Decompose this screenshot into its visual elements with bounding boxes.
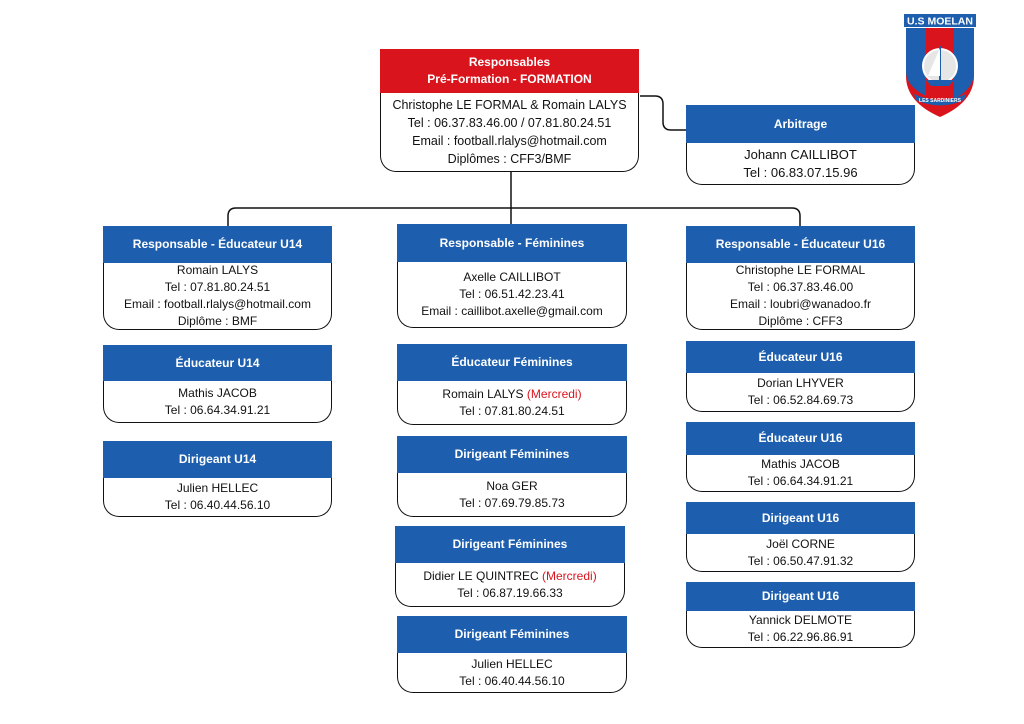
card-header: Dirigeant U16 <box>686 582 915 611</box>
contact-name-line: Romain LALYS (Mercredi) <box>442 386 581 403</box>
card-header: Arbitrage <box>686 105 915 143</box>
card-body: Noa GER Tel : 07.69.79.85.73 <box>397 473 627 517</box>
contact-diplomas: Diplômes : CFF3/BMF <box>447 152 572 166</box>
contact-phone: Tel : 06.50.47.91.32 <box>747 553 854 568</box>
contact-email: Email : football.rlalys@hotmail.com <box>124 297 311 311</box>
contact-name: Romain LALYS <box>176 263 259 277</box>
card-body: Joël CORNE Tel : 06.50.47.91.32 <box>686 534 915 572</box>
card-header: Dirigeant Féminines <box>397 436 627 473</box>
header-subtitle: Pré-Formation - FORMATION <box>427 72 592 86</box>
contact-phone: Tel : 06.37.83.46.00 <box>747 280 854 294</box>
contact-phone: Tel : 06.51.42.23.41 <box>459 287 565 301</box>
card-dirigeant-u14: Dirigeant U14 Julien HELLEC Tel : 06.40.… <box>103 441 332 517</box>
card-body: Johann CAILLIBOT Tel : 06.83.07.15.96 <box>686 143 915 185</box>
contact-name: Noa GER <box>486 478 538 493</box>
card-header: Dirigeant U14 <box>103 441 332 478</box>
card-body: Romain LALYS (Mercredi) Tel : 07.81.80.2… <box>397 381 627 425</box>
contact-name: Joël CORNE <box>766 536 835 551</box>
card-responsable-feminines: Responsable - Féminines Axelle CAILLIBOT… <box>397 224 627 328</box>
card-body: Didier LE QUINTREC (Mercredi) Tel : 06.8… <box>395 563 625 607</box>
contact-name: Axelle CAILLIBOT <box>463 270 561 284</box>
card-body: Dorian LHYVER Tel : 06.52.84.69.73 <box>686 373 915 412</box>
contact-phone: Tel : 07.81.80.24.51 <box>164 280 271 294</box>
card-body: Axelle CAILLIBOT Tel : 06.51.42.23.41 Em… <box>397 262 627 328</box>
logo-text: U.S MOELAN <box>907 16 973 28</box>
card-header: Responsable - Féminines <box>397 224 627 262</box>
card-educateur-u16-2: Éducateur U16 Mathis JACOB Tel : 06.64.3… <box>686 422 915 492</box>
schedule-note: (Mercredi) <box>542 568 597 583</box>
contact-phone: Tel : 06.40.44.56.10 <box>459 673 565 688</box>
card-header: Éducateur U14 <box>103 345 332 381</box>
card-body: Mathis JACOB Tel : 06.64.34.91.21 <box>686 455 915 492</box>
logo-band-text: LES SARDINIERS <box>919 98 962 104</box>
contact-email: Email : football.rlalys@hotmail.com <box>412 134 607 148</box>
card-responsables-formation: Responsables Pré-Formation - FORMATION C… <box>380 49 639 172</box>
contact-phone: Tel : 06.87.19.66.33 <box>457 585 563 600</box>
contact-diploma: Diplôme : CFF3 <box>758 314 843 328</box>
card-dirigeant-u16-2: Dirigeant U16 Yannick DELMOTE Tel : 06.2… <box>686 582 915 648</box>
card-educateur-u14: Éducateur U14 Mathis JACOB Tel : 06.64.3… <box>103 345 332 423</box>
card-header: Dirigeant Féminines <box>395 526 625 563</box>
contact-phone: Tel : 06.64.34.91.21 <box>164 402 271 417</box>
contact-phone: Tel : 07.81.80.24.51 <box>459 403 565 418</box>
schedule-note: (Mercredi) <box>526 386 582 401</box>
contact-name: Johann CAILLIBOT <box>744 146 857 162</box>
contact-name: Yannick DELMOTE <box>748 613 853 627</box>
contact-email: Email : loubri@wanadoo.fr <box>730 297 871 311</box>
contact-name: Romain LALYS <box>442 386 524 401</box>
card-header: Dirigeant Féminines <box>397 616 627 653</box>
card-header: Responsable - Éducateur U14 <box>103 226 332 263</box>
contact-phone: Tel : 06.37.83.46.00 / 07.81.80.24.51 <box>407 116 612 130</box>
contact-phone: Tel : 06.52.84.69.73 <box>747 393 854 407</box>
card-header: Responsable - Éducateur U16 <box>686 226 915 263</box>
card-responsable-u14: Responsable - Éducateur U14 Romain LALYS… <box>103 226 332 330</box>
card-header: Responsables Pré-Formation - FORMATION <box>380 49 639 93</box>
contact-name: Dorian LHYVER <box>757 376 844 390</box>
card-dirigeant-feminines-1: Dirigeant Féminines Noa GER Tel : 07.69.… <box>397 436 627 517</box>
contact-diploma: Diplôme : BMF <box>177 314 258 328</box>
contact-name: Julien HELLEC <box>471 656 553 671</box>
contact-phone: Tel : 06.40.44.56.10 <box>164 498 271 512</box>
contact-phone: Tel : 06.64.34.91.21 <box>747 474 854 488</box>
contact-phone: Tel : 06.22.96.86.91 <box>747 630 854 644</box>
card-header: Éducateur Féminines <box>397 344 627 381</box>
card-responsable-u16: Responsable - Éducateur U16 Christophe L… <box>686 226 915 330</box>
card-body: Julien HELLEC Tel : 06.40.44.56.10 <box>397 653 627 693</box>
card-body: Romain LALYS Tel : 07.81.80.24.51 Email … <box>103 263 332 330</box>
card-dirigeant-feminines-3: Dirigeant Féminines Julien HELLEC Tel : … <box>397 616 627 693</box>
contact-names: Christophe LE FORMAL & Romain LALYS <box>392 98 627 112</box>
card-body: Christophe LE FORMAL Tel : 06.37.83.46.0… <box>686 263 915 330</box>
card-dirigeant-u16-1: Dirigeant U16 Joël CORNE Tel : 06.50.47.… <box>686 502 915 572</box>
card-body: Yannick DELMOTE Tel : 06.22.96.86.91 <box>686 611 915 648</box>
contact-name: Mathis JACOB <box>178 385 257 400</box>
card-body: Julien HELLEC Tel : 06.40.44.56.10 <box>103 478 332 517</box>
contact-name-line: Didier LE QUINTREC (Mercredi) <box>423 568 596 585</box>
contact-name: Mathis JACOB <box>761 457 840 471</box>
contact-name: Julien HELLEC <box>176 481 259 495</box>
header-title: Responsables <box>468 55 551 69</box>
card-body: Christophe LE FORMAL & Romain LALYS Tel … <box>380 93 639 172</box>
contact-email: Email : caillibot.axelle@gmail.com <box>421 304 603 318</box>
contact-phone: Tel : 06.83.07.15.96 <box>743 164 858 180</box>
card-dirigeant-feminines-2: Dirigeant Féminines Didier LE QUINTREC (… <box>395 526 625 607</box>
club-logo: U.S MOELAN LES SARDINIERS <box>904 14 976 118</box>
card-header: Éducateur U16 <box>686 422 915 455</box>
card-educateur-feminines: Éducateur Féminines Romain LALYS (Mercre… <box>397 344 627 425</box>
contact-phone: Tel : 07.69.79.85.73 <box>459 495 565 510</box>
contact-name: Didier LE QUINTREC <box>423 568 539 583</box>
contact-name: Christophe LE FORMAL <box>735 263 866 277</box>
card-body: Mathis JACOB Tel : 06.64.34.91.21 <box>103 381 332 423</box>
card-educateur-u16-1: Éducateur U16 Dorian LHYVER Tel : 06.52.… <box>686 341 915 412</box>
card-header: Éducateur U16 <box>686 341 915 373</box>
card-header: Dirigeant U16 <box>686 502 915 534</box>
card-arbitrage: Arbitrage Johann CAILLIBOT Tel : 06.83.0… <box>686 105 915 185</box>
